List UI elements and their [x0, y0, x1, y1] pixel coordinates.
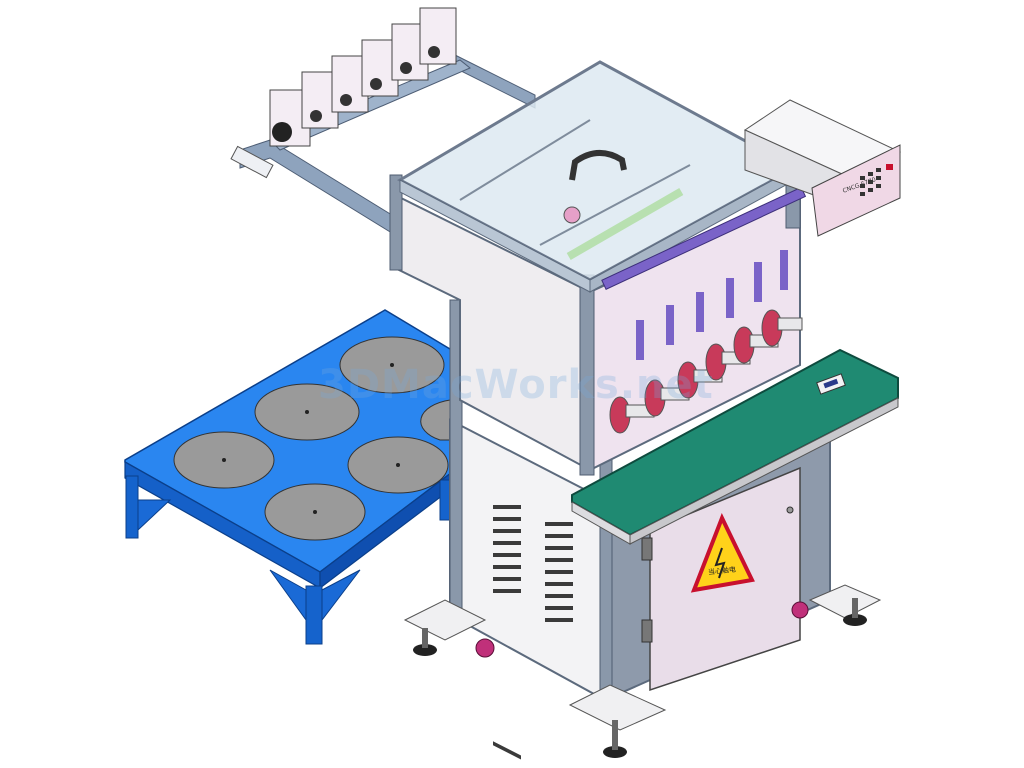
spindle-shaft [777, 317, 803, 331]
machine-feet [403, 584, 882, 758]
leveling-foot [603, 746, 627, 758]
vent-grille-left [493, 505, 521, 760]
disc-hub [305, 410, 309, 414]
vent-grille-right [545, 522, 573, 622]
foot-stem [612, 720, 618, 750]
vent-slot [545, 534, 573, 538]
keypad-key[interactable] [876, 176, 881, 180]
tray-leg-left [125, 475, 139, 539]
foot-stem [422, 628, 428, 648]
leveling-foot [843, 614, 867, 626]
tension-knob-icon [370, 78, 382, 90]
guide-arm [726, 278, 734, 318]
tray-brace-front [269, 569, 307, 622]
inner-guide-bar [566, 188, 684, 260]
tensioner-rail-assembly [230, 7, 536, 239]
keypad-key[interactable] [868, 188, 873, 192]
work-surface [571, 348, 899, 545]
vent-slot [493, 741, 521, 760]
inner-pulley [563, 206, 581, 224]
caster-wheel [791, 601, 809, 619]
keypad-key[interactable] [876, 168, 881, 172]
vent-slot [545, 582, 573, 586]
tensioner-units [269, 7, 457, 147]
frame-post [389, 174, 403, 271]
vent-slot [545, 522, 573, 526]
disc-partial [420, 399, 451, 441]
spindle-row [601, 186, 807, 434]
vent-slot [545, 618, 573, 622]
foot-stem [852, 598, 858, 618]
door-hinge [641, 537, 653, 561]
rail-upper [454, 54, 536, 109]
guide-arm [636, 320, 644, 360]
guide-arm [696, 292, 704, 332]
frame-post [579, 274, 595, 476]
guide-bar [601, 186, 807, 290]
vent-slot [545, 570, 573, 574]
keypad-key[interactable] [876, 184, 881, 188]
keypad-key[interactable] [860, 176, 865, 180]
door-lock-icon[interactable] [786, 506, 794, 514]
cover-handle[interactable] [569, 150, 627, 181]
work-surface-edge [629, 397, 899, 545]
guide-arm [754, 262, 762, 302]
vent-slot [493, 565, 521, 569]
vent-slot [493, 505, 521, 509]
tension-knob-icon [400, 62, 412, 74]
disc-hub [313, 510, 317, 514]
inner-rail [459, 119, 591, 201]
tension-knob-icon [428, 46, 440, 58]
rail-side [239, 139, 401, 239]
vent-slot [493, 517, 521, 521]
winding-head-section [389, 60, 807, 476]
foot-plate [808, 584, 882, 619]
vent-slot [493, 529, 521, 533]
guide-arm [666, 305, 674, 345]
keypad-key[interactable] [868, 180, 873, 184]
guide-arm [780, 250, 788, 290]
tension-knob-icon [340, 94, 352, 106]
disc-hub [222, 458, 226, 462]
disc-hub [390, 363, 394, 367]
cnc-controller-keypad-icon[interactable] [860, 164, 893, 196]
vent-slot [493, 553, 521, 557]
disc-tray-table [124, 309, 456, 645]
leveling-foot [413, 644, 437, 656]
rail-bracket [230, 145, 274, 179]
door-hinge [641, 619, 653, 643]
controller-panel [811, 144, 901, 237]
tray-leg-front [305, 585, 323, 645]
tension-knob-icon [272, 122, 292, 142]
keypad-key[interactable] [860, 192, 865, 196]
disc-hub [396, 463, 400, 467]
vent-slot [545, 546, 573, 550]
inner-rail [539, 164, 691, 246]
keypad-key[interactable] [868, 172, 873, 176]
tray-brace-left [137, 499, 172, 532]
vent-slot [545, 606, 573, 610]
stop-key[interactable] [886, 164, 893, 170]
tension-knob-icon [310, 110, 322, 122]
tray-leg-back [439, 479, 451, 521]
cnc-controller [743, 99, 902, 237]
vent-slot [545, 558, 573, 562]
vent-slot [493, 577, 521, 581]
vent-slot [493, 589, 521, 593]
vent-slot [493, 541, 521, 545]
keypad-key[interactable] [860, 184, 865, 188]
tray-brace-right [321, 569, 361, 622]
vent-slot [545, 594, 573, 598]
foot-plate [568, 684, 667, 731]
caster-wheel [475, 638, 495, 658]
pedal-switch-display [823, 378, 839, 389]
high-voltage-warning-icon [690, 512, 755, 593]
